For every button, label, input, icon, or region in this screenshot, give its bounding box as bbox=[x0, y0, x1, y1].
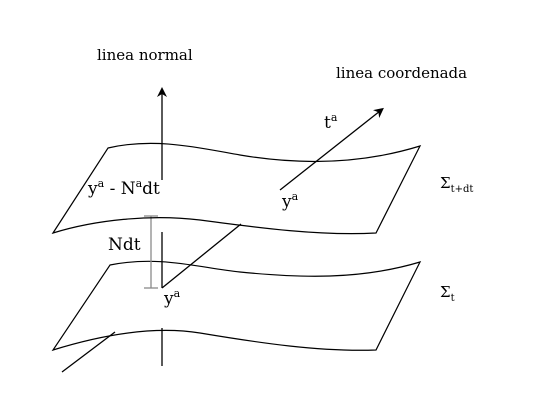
hypersurface-top bbox=[51, 142, 422, 235]
sigma-top-label: Σt+dt bbox=[440, 174, 473, 195]
lapse-bracket bbox=[144, 215, 158, 289]
tangent-vector-arrow bbox=[279, 107, 384, 191]
coordinate-line-middle bbox=[161, 223, 242, 289]
shift-label: ya - Nadt bbox=[87, 177, 160, 199]
coordinate-line-lower-extension bbox=[61, 331, 116, 373]
sigma-bottom-label: Σt bbox=[440, 283, 455, 304]
tangent-vector-label: ta bbox=[324, 111, 338, 133]
point-top-label: ya bbox=[281, 190, 299, 212]
point-bottom-label: ya bbox=[163, 287, 181, 309]
coordinate-line-label: linea coordenada bbox=[336, 64, 467, 82]
lapse-label: Ndt bbox=[108, 235, 141, 255]
hypersurface-bottom bbox=[51, 260, 422, 352]
normal-line-label: linea normal bbox=[97, 46, 193, 64]
